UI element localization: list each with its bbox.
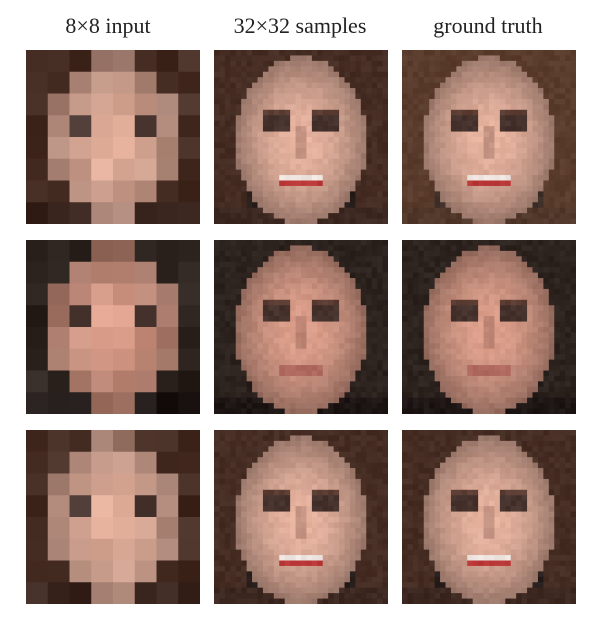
face-image bbox=[214, 430, 388, 604]
face-sample-row-3 bbox=[214, 430, 388, 604]
face-image bbox=[26, 430, 200, 604]
face-image bbox=[402, 50, 576, 224]
face-image bbox=[26, 240, 200, 414]
face-image bbox=[402, 240, 576, 414]
column-header-ground-truth: ground truth bbox=[433, 13, 543, 38]
face-image bbox=[214, 240, 388, 414]
face-ground-truth-row-1 bbox=[402, 50, 576, 224]
face-input-row-3 bbox=[26, 430, 200, 604]
column-header-samples: 32×32 samples bbox=[233, 13, 367, 38]
face-input-row-1 bbox=[26, 50, 200, 224]
face-ground-truth-row-2 bbox=[402, 240, 576, 414]
face-input-row-2 bbox=[26, 240, 200, 414]
face-image bbox=[26, 50, 200, 224]
face-sample-row-2 bbox=[214, 240, 388, 414]
face-ground-truth-row-3 bbox=[402, 430, 576, 604]
column-header-input: 8×8 input bbox=[65, 13, 151, 38]
face-sample-row-1 bbox=[214, 50, 388, 224]
face-image bbox=[402, 430, 576, 604]
face-image bbox=[214, 50, 388, 224]
